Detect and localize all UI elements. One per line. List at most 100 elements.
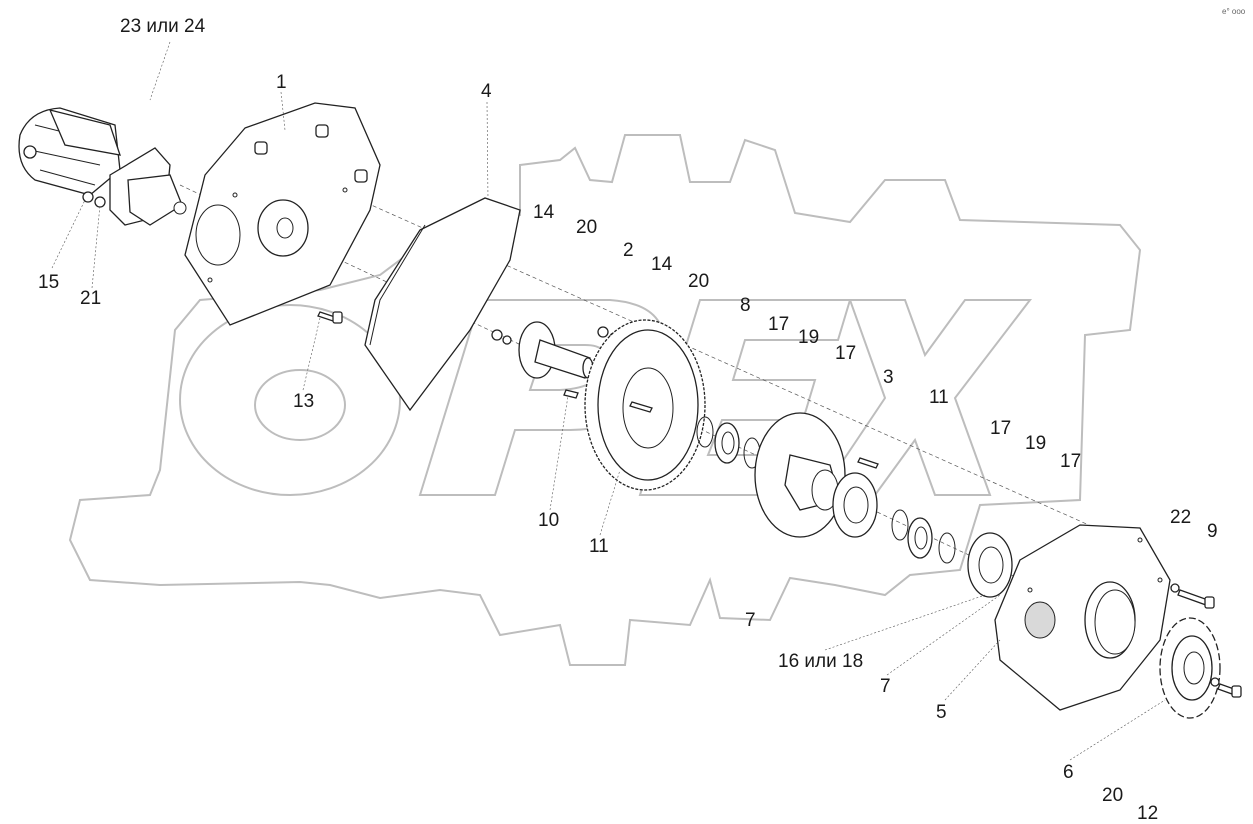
part-1-mounting-plate: [184, 102, 381, 326]
callout-9: 9: [1207, 521, 1218, 542]
callout-17d: 17: [1060, 451, 1081, 472]
watermark-letter-o: [179, 304, 401, 496]
callout-6: 6: [1063, 762, 1074, 783]
callout-21: 21: [80, 288, 101, 309]
callout-17c: 17: [990, 418, 1011, 439]
callout-4: 4: [481, 81, 492, 102]
leader-4: [486, 101, 489, 201]
cover-5-outline: [994, 524, 1171, 711]
leader-16-18: [824, 594, 986, 651]
bearing-set-upper: [696, 416, 761, 469]
callout-8: 8: [740, 295, 751, 316]
plate-1-center-hole: [276, 217, 294, 239]
part-12-bolt: [1210, 677, 1242, 698]
callout-19a: 19: [798, 327, 819, 348]
stud-10: [563, 389, 579, 399]
callout-13: 13: [293, 391, 314, 412]
leader-21: [91, 204, 101, 289]
part-4-guard: [364, 197, 521, 412]
plate-1-large-hole: [195, 204, 241, 266]
leader-6: [1069, 699, 1166, 761]
leader-23-24: [149, 41, 171, 101]
watermark-letter-x: [818, 299, 1033, 496]
starter-pinion: [173, 201, 187, 215]
starter-nose: [127, 174, 183, 226]
bearing-19-a-bore: [721, 431, 735, 455]
callout-19b: 19: [1025, 433, 1046, 454]
guard-4-fold: [369, 224, 426, 346]
nut-14-right: [597, 326, 609, 338]
callout-20c: 20: [1102, 785, 1123, 806]
circlip-17-a: [696, 416, 714, 448]
hub-2-shaft: [534, 339, 591, 379]
callout-3: 3: [883, 367, 894, 388]
part-7-gasket-a: [832, 472, 878, 538]
gasket-7-a-bore: [843, 486, 869, 524]
leader-10: [549, 395, 569, 511]
part-13-bolt: [317, 311, 343, 324]
plate-1-stud-a: [315, 124, 329, 138]
callout-17a: 17: [768, 314, 789, 335]
callout-15: 15: [38, 272, 59, 293]
callout-labels: 23 или 24 1 4 15 21 13 14 20 2 14 20 8 1…: [38, 7, 1246, 824]
leader-13: [302, 317, 321, 391]
callout-14a: 14: [533, 202, 555, 223]
corner-mark: e° ooo: [1222, 7, 1246, 16]
callout-11a: 11: [929, 387, 949, 408]
callout-17b: 17: [835, 343, 856, 364]
plate-1-small-hole: [342, 187, 348, 193]
bolt-9-shank: [1177, 589, 1209, 606]
leader-11b: [599, 469, 621, 536]
watermark-letter-o-inner: [254, 369, 346, 441]
callout-20a: 20: [576, 217, 597, 238]
sprocket-6-bore: [1183, 651, 1205, 685]
cover-5-hole: [1157, 577, 1163, 583]
ring-gear-8-pin: [629, 401, 653, 413]
guard-4-outline: [364, 197, 521, 412]
callout-14b: 14: [651, 254, 673, 275]
watermark-gear-outline: [68, 134, 1142, 666]
part-8-ring-gear: [584, 319, 706, 491]
callout-7a: 7: [745, 610, 756, 631]
plate-1-small-hole: [207, 277, 213, 283]
washer-20-bottom: [1210, 677, 1220, 687]
circlip-17-d: [938, 532, 956, 564]
callout-12: 12: [1137, 803, 1158, 824]
bearing-set-lower: [891, 509, 956, 564]
bolt-13-head: [332, 311, 343, 324]
callout-7b: 7: [880, 676, 891, 697]
leader-lines: [51, 41, 1166, 761]
callout-5: 5: [936, 702, 947, 723]
washer-20-left: [502, 335, 512, 345]
gasket-7-b-bore: [978, 546, 1004, 584]
leader-5: [944, 639, 1001, 701]
nut-14-left: [491, 329, 503, 341]
starter-motor: [18, 107, 187, 226]
leader-7b: [886, 594, 1001, 676]
callout-1: 1: [276, 72, 287, 93]
cover-5-boss: [1024, 601, 1056, 639]
callout-11b: 11: [589, 536, 609, 557]
part-5-cover: [994, 524, 1171, 711]
starter-solenoid: [48, 109, 121, 156]
callout-20b: 20: [688, 271, 709, 292]
plate-1-stud-c: [254, 141, 268, 155]
starter-nut-15: [82, 191, 94, 203]
part-6-sprocket: [1159, 617, 1221, 719]
callout-23-24: 23 или 24: [120, 16, 206, 37]
cover-5-hole: [1137, 537, 1143, 543]
washer-22: [1170, 583, 1180, 593]
cover-5-bore: [1094, 589, 1136, 655]
part-10-stud: [563, 389, 579, 399]
callout-2: 2: [623, 240, 634, 261]
bolt-12-head: [1231, 685, 1242, 698]
plate-1-stud-b: [354, 169, 368, 183]
callout-10: 10: [538, 510, 559, 531]
part-2-hub: [491, 321, 619, 379]
callout-16-18: 16 или 18: [778, 651, 863, 672]
part-7-gasket-b: [967, 532, 1013, 598]
starter-terminal: [23, 145, 37, 159]
leader-15: [51, 199, 86, 269]
plate-1-small-hole: [232, 192, 238, 198]
